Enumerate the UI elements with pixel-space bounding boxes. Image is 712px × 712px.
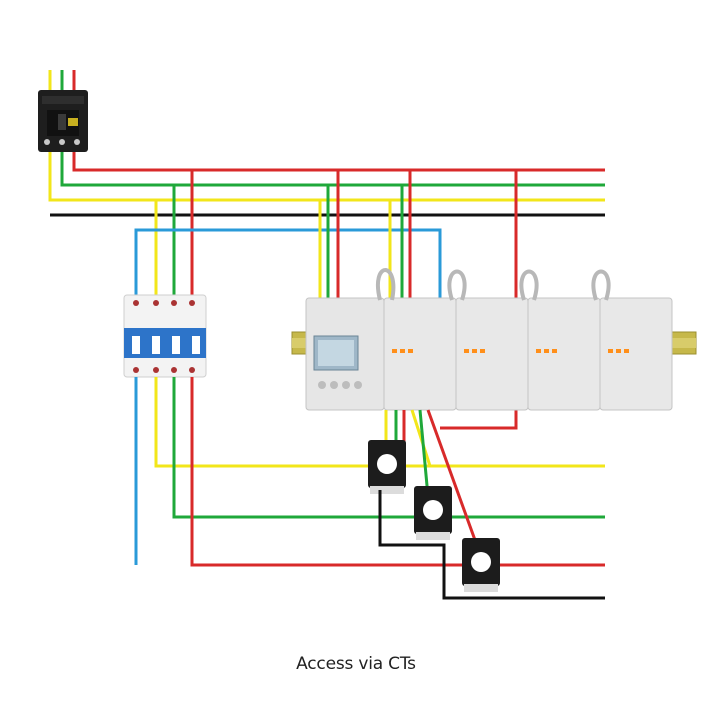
bus-wire-yellow-drop	[48, 70, 605, 202]
status-leds	[392, 349, 629, 353]
bus-wire-green-drop	[60, 70, 605, 187]
bus-wire-red-drop	[72, 70, 605, 172]
ct-loop-wires	[378, 490, 605, 600]
ct-1	[368, 440, 406, 494]
meter-master	[305, 297, 385, 411]
mcb-4-pole	[123, 294, 207, 378]
caption: Access via CTs	[296, 654, 416, 674]
module-connectors	[376, 268, 611, 301]
ct-2	[414, 486, 452, 540]
meter-modules	[376, 268, 673, 411]
meter-supply-wires	[318, 170, 518, 430]
mcb-output-wires	[134, 377, 605, 567]
main-breaker	[38, 90, 88, 152]
ct-3	[462, 538, 500, 592]
current-transformers	[368, 440, 500, 592]
